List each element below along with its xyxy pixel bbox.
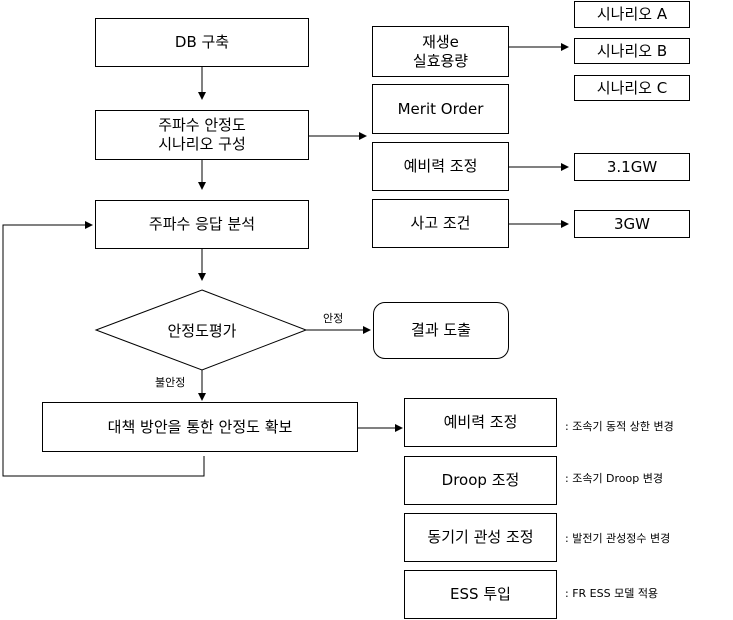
measure-inertia-note: : 발전기 관성정수 변경 [565,532,671,545]
decision-diamond [94,289,308,371]
measure-droop-note: : 조속기 Droop 변경 [565,472,663,485]
scenario-c-box: 시나리오 C [574,75,690,101]
stable-label: 안정 [323,312,344,325]
accident-condition-box: 사고 조건 [372,199,509,248]
measure-reserve-note: : 조속기 동적 상한 변경 [565,420,674,433]
renewable-capacity-box: 재생e 실효용량 [372,26,509,77]
unstable-label: 불안정 [155,376,186,389]
measure-ess-note: : FR ESS 모델 적용 [565,587,659,600]
measure-droop-box: Droop 조정 [404,456,557,505]
scenario-a-box: 시나리오 A [574,1,690,28]
scenario-b-box: 시나리오 B [574,38,690,64]
accident-value-box: 3GW [574,210,690,238]
measure-ess-box: ESS 투입 [404,570,557,619]
decision-label: 안정도평가 [167,322,237,340]
scenario-build-box: 주파수 안정도 시나리오 구성 [95,110,309,160]
measure-inertia-box: 동기기 관성 조정 [404,513,557,562]
reserve-adjust-box: 예비력 조정 [372,142,509,191]
reserve-value-box: 3.1GW [574,153,690,181]
countermeasure-box: 대책 방안을 통한 안정도 확보 [42,402,358,452]
result-box: 결과 도출 [373,302,509,359]
arrow-feedback-loop [2,221,205,477]
measure-reserve-box: 예비력 조정 [404,398,557,447]
db-build-box: DB 구축 [95,18,309,67]
merit-order-box: Merit Order [372,84,509,134]
frequency-analysis-box: 주파수 응답 분석 [95,200,309,249]
